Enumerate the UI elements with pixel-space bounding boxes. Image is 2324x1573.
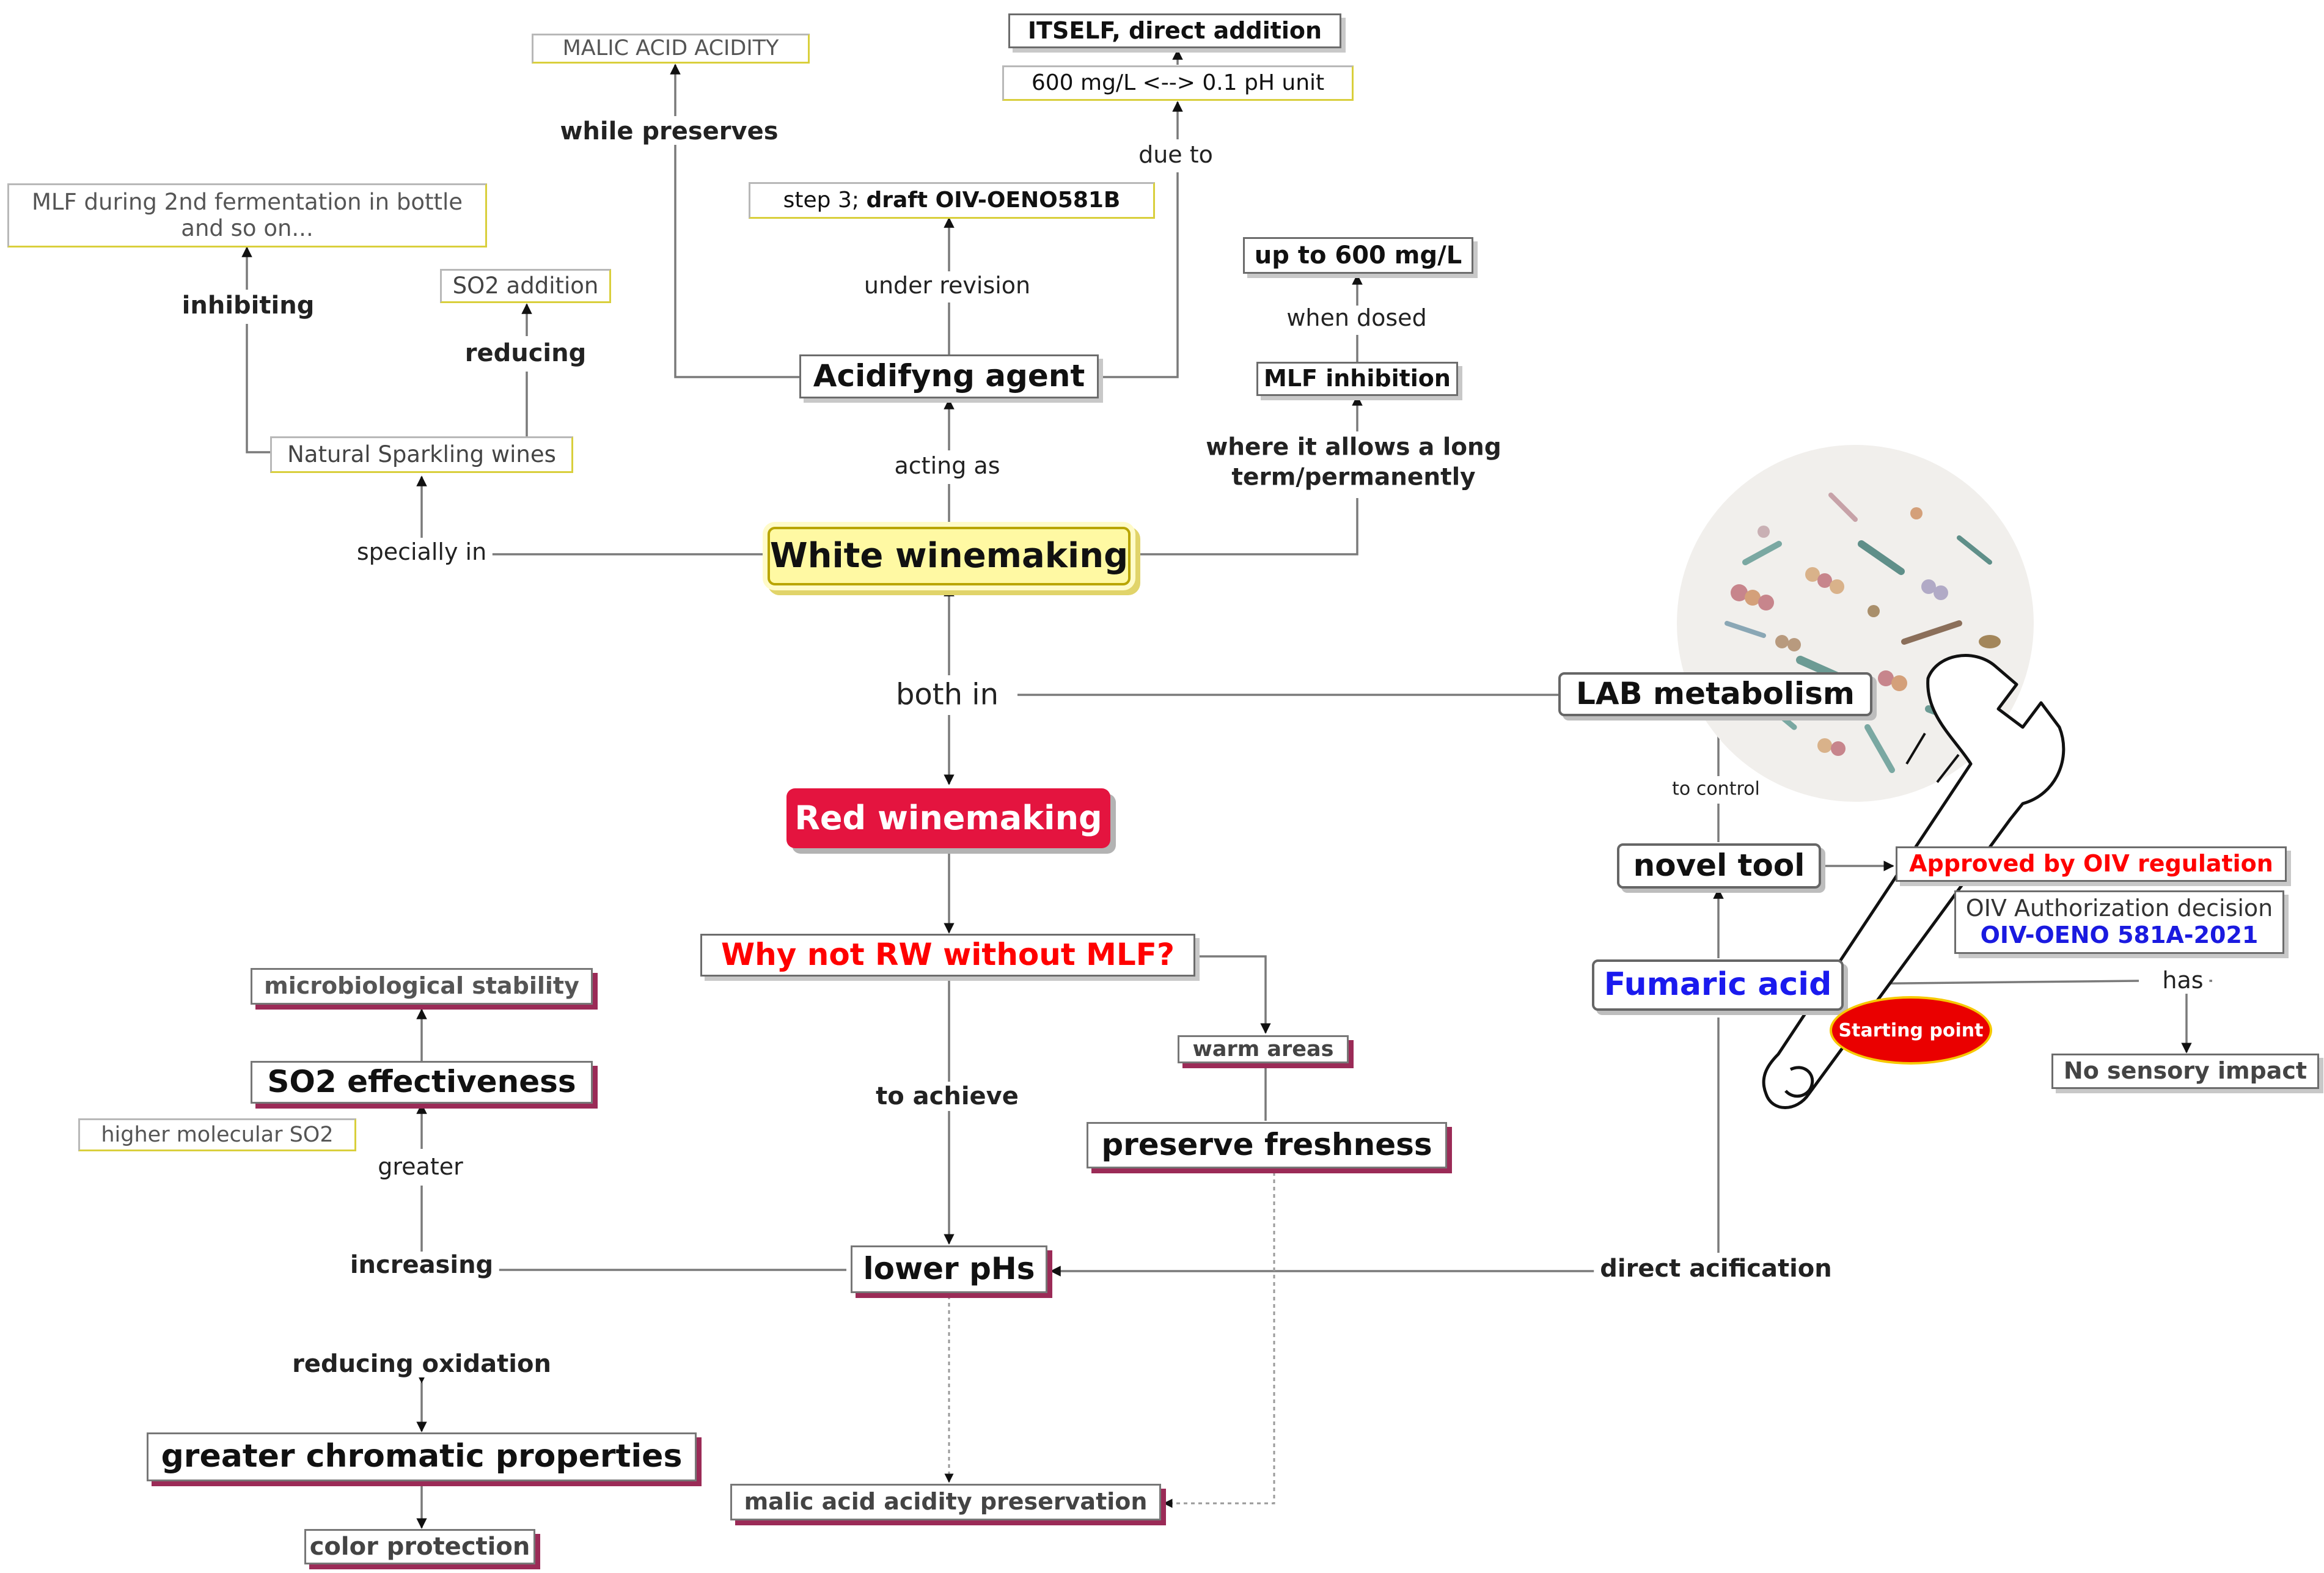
so2-effectiveness-node: SO2 effectiveness [251, 1061, 593, 1104]
lab-metabolism-node: LAB metabolism [1558, 672, 1872, 716]
malic-acid-acidity-node: MALIC ACID ACIDITY [532, 34, 810, 64]
direct-acification-label: direct acification [1594, 1255, 1838, 1282]
greater-chromatic-properties-node: greater chromatic properties [147, 1432, 697, 1481]
red-winemaking-node: Red winemaking [786, 788, 1110, 848]
why-not-rw-node: Why not RW without MLF? [700, 934, 1195, 977]
under-revision-label: under revision [857, 273, 1037, 299]
link-acidifyng-ratio [1100, 172, 1179, 378]
where-allows-line1: where it allows a long [1206, 433, 1501, 461]
itself-direct-addition-node: ITSELF, direct addition [1008, 13, 1341, 48]
increasing-label: increasing [343, 1252, 500, 1278]
no-sensory-impact-node: No sensory impact [2051, 1054, 2319, 1089]
while-preserves-label: while preserves [554, 118, 785, 145]
warm-areas-node: warm areas [1178, 1035, 1349, 1063]
mlf-inhibition-node: MLF inhibition [1256, 362, 1458, 396]
lower-phs-node: lower pHs [851, 1245, 1047, 1293]
specially-in-label: specially in [350, 539, 493, 565]
has-label: has [2156, 967, 2210, 994]
to-achieve-label: to achieve [870, 1083, 1025, 1110]
link-fumaric-has [1844, 980, 2139, 985]
mlf-2nd-fermentation-node: MLF during 2nd fermentation in bottle an… [7, 183, 487, 248]
to-control-label: to control [1666, 779, 1766, 799]
starting-point-badge: Starting point [1830, 996, 1992, 1065]
white-winemaking-node: White winemaking [768, 527, 1131, 585]
novel-tool-node: novel tool [1617, 843, 1821, 889]
microbiological-stability-node: microbiological stability [251, 968, 593, 1005]
ratio-600-node: 600 mg/L <--> 0.1 pH unit [1002, 65, 1354, 101]
link-dotted-freshness-malic [1163, 1172, 1275, 1508]
step3-draft-node: step 3; draft OIV-OENO581B [749, 182, 1155, 219]
greater-label: greater [372, 1154, 469, 1180]
oiv-code-label: OIV-OENO 581A-2021 [1980, 922, 2259, 948]
step3-prefix: step 3; [783, 188, 867, 213]
both-in-label: both in [889, 678, 1005, 711]
malic-acid-preservation-node: malic acid acidity preservation [730, 1484, 1161, 1520]
reducing-oxidation-label: reducing oxidation [286, 1351, 557, 1377]
acting-as-label: acting as [888, 453, 1006, 479]
link-white-where-allows [1131, 498, 1358, 556]
oiv-authorization-line1: OIV Authorization decision [1965, 895, 2273, 922]
higher-molecular-so2-node: higher molecular SO2 [78, 1118, 356, 1151]
up-to-600-node: up to 600 mg/L [1243, 237, 1473, 274]
acidifyng-agent-node: Acidifyng agent [799, 354, 1099, 398]
step3-draft-code: draft OIV-OENO581B [866, 188, 1121, 213]
fumaric-acid-node: Fumaric acid [1592, 959, 1844, 1011]
where-allows-label: where it allows a long term/permanently [1200, 433, 1508, 493]
preserve-freshness-node: preserve freshness [1087, 1122, 1447, 1168]
reducing-label: reducing [458, 340, 593, 367]
oiv-authorization-node: OIV Authorization decision OIV-OENO 581A… [1954, 890, 2284, 954]
link-sparkling-inhibiting [246, 324, 272, 453]
color-protection-node: color protection [304, 1529, 535, 1564]
when-dosed-label: when dosed [1280, 305, 1433, 331]
where-allows-line2: term/permanently [1231, 463, 1476, 491]
inhibiting-label: inhibiting [175, 292, 321, 319]
due-to-label: due to [1132, 142, 1219, 168]
so2-addition-node: SO2 addition [440, 269, 611, 303]
link-why-not-warm [1195, 955, 1271, 1034]
natural-sparkling-node: Natural Sparkling wines [270, 436, 573, 473]
mlf-2nd-fermentation-line1: MLF during 2nd fermentation in bottle [31, 188, 463, 215]
link-acidifyng-malic [674, 141, 801, 378]
approved-oiv-node: Approved by OIV regulation [1896, 846, 2287, 882]
mlf-2nd-fermentation-line2: and so on... [181, 215, 313, 241]
